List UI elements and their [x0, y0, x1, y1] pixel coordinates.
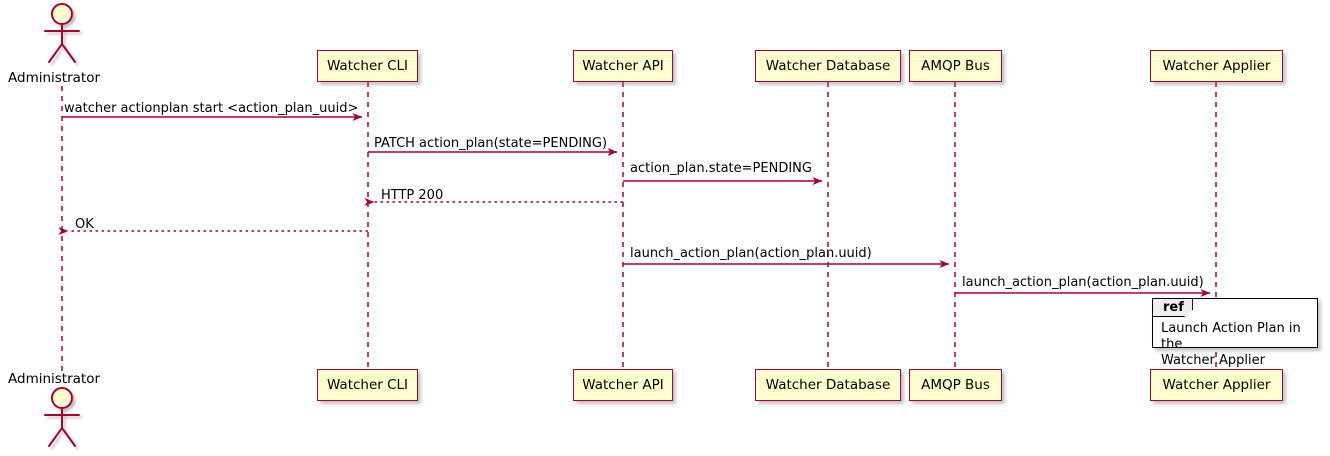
- participant-label-watcher-database-bottom: Watcher Database: [765, 377, 891, 393]
- participant-box-amqp-bus-bottom[interactable]: AMQP Bus: [909, 369, 1002, 401]
- participant-box-watcher-cli-top[interactable]: Watcher CLI: [317, 50, 418, 82]
- actor-figure-bottom: [44, 387, 80, 447]
- participant-box-watcher-api-top[interactable]: Watcher API: [573, 50, 673, 82]
- lifelines: [61, 82, 1217, 371]
- participant-label-amqp-bus-bottom: AMQP Bus: [921, 377, 990, 393]
- participant-label-watcher-applier: Watcher Applier: [1162, 58, 1271, 74]
- participant-box-watcher-applier-top[interactable]: Watcher Applier: [1150, 50, 1283, 82]
- participant-box-watcher-database-bottom[interactable]: Watcher Database: [755, 369, 901, 401]
- message-label-2: PATCH action_plan(state=PENDING): [374, 136, 608, 151]
- participant-box-watcher-database-top[interactable]: Watcher Database: [755, 50, 901, 82]
- ref-frame-tab-label: ref: [1153, 299, 1193, 317]
- message-label-3: action_plan.state=PENDING: [630, 161, 812, 176]
- participant-box-watcher-api-bottom[interactable]: Watcher API: [573, 369, 673, 401]
- actor-label-administrator-top: Administrator: [8, 70, 101, 86]
- message-label-4: HTTP 200: [381, 188, 444, 203]
- actor-label-administrator-bottom: Administrator: [8, 371, 101, 387]
- ref-frame-launch-action-plan[interactable]: ref Launch Action Plan in the Watcher Ap…: [1152, 298, 1318, 368]
- ref-frame-body-text: Launch Action Plan in the Watcher Applie…: [1161, 321, 1301, 368]
- participant-label-watcher-applier-bottom: Watcher Applier: [1162, 377, 1271, 393]
- message-label-6: launch_action_plan(action_plan.uuid): [630, 246, 872, 261]
- message-label-5: OK: [75, 217, 94, 232]
- participant-label-watcher-cli: Watcher CLI: [326, 58, 409, 74]
- participant-box-watcher-applier-bottom[interactable]: Watcher Applier: [1150, 369, 1283, 401]
- participant-box-amqp-bus-top[interactable]: AMQP Bus: [909, 50, 1002, 82]
- participant-label-watcher-database: Watcher Database: [765, 58, 891, 74]
- actor-figure-top: [44, 3, 80, 63]
- participant-label-watcher-api-bottom: Watcher API: [582, 377, 664, 393]
- message-label-7: launch_action_plan(action_plan.uuid): [962, 275, 1204, 290]
- participant-label-watcher-api: Watcher API: [582, 58, 664, 74]
- message-arrows: [58, 113, 1211, 297]
- participant-label-amqp-bus: AMQP Bus: [921, 58, 990, 74]
- message-label-1: watcher actionplan start <action_plan_uu…: [64, 101, 359, 116]
- participant-box-watcher-cli-bottom[interactable]: Watcher CLI: [317, 369, 418, 401]
- participant-label-watcher-cli-bottom: Watcher CLI: [326, 377, 409, 393]
